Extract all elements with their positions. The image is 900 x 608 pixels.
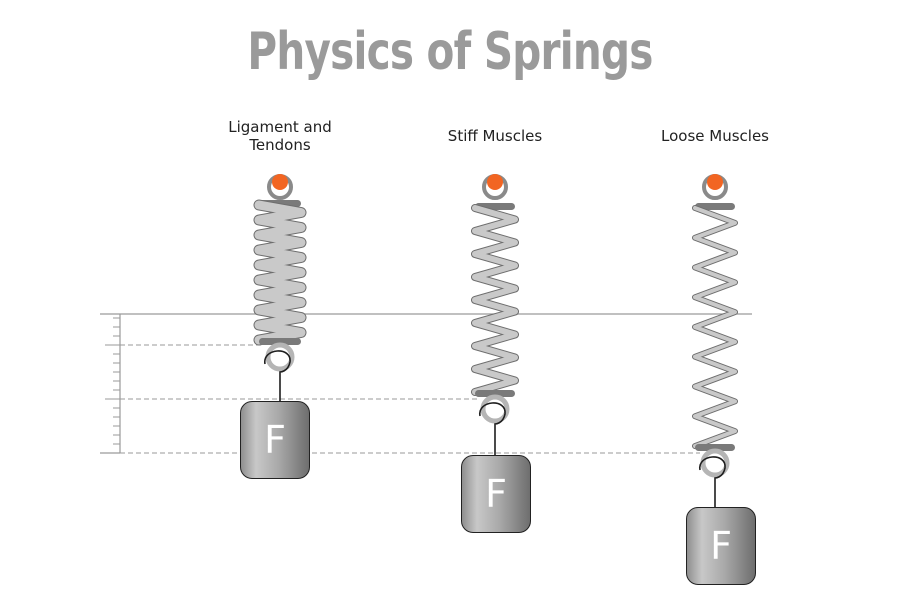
ruler-ticks [105,317,120,454]
spring-loose [692,174,738,507]
spring-ligament [253,174,307,401]
weight-loose: F [686,507,756,585]
page-title: Physics of Springs [247,22,653,82]
anchor-point-icon [272,174,288,190]
spring-coil [472,205,518,395]
weight-label: F [485,472,507,516]
label-stiff-muscles: Stiff Muscles [447,127,543,145]
spring-coil [693,206,737,448]
hook [699,456,726,507]
bottom-ring [700,448,730,478]
coil-end-cap [695,203,735,210]
label-ligament-tendons: Ligament and Tendons [228,118,332,154]
weight-label: F [264,418,286,462]
bottom-ring [480,394,510,424]
measurement-ruler [100,313,752,454]
hook [264,350,291,401]
weight-ligament: F [240,401,310,479]
hook [479,402,506,455]
coil-end-cap [259,338,301,345]
weight-stiff: F [461,455,531,533]
anchor-point-icon [487,174,503,190]
anchor-point-icon [707,174,723,190]
weight-label: F [710,524,732,568]
label-loose-muscles: Loose Muscles [661,127,769,145]
spring-stiff [471,174,519,455]
bottom-ring [265,342,295,372]
spring-coil [254,200,306,345]
coil-end-cap [475,390,515,397]
coil-end-cap [695,444,735,451]
